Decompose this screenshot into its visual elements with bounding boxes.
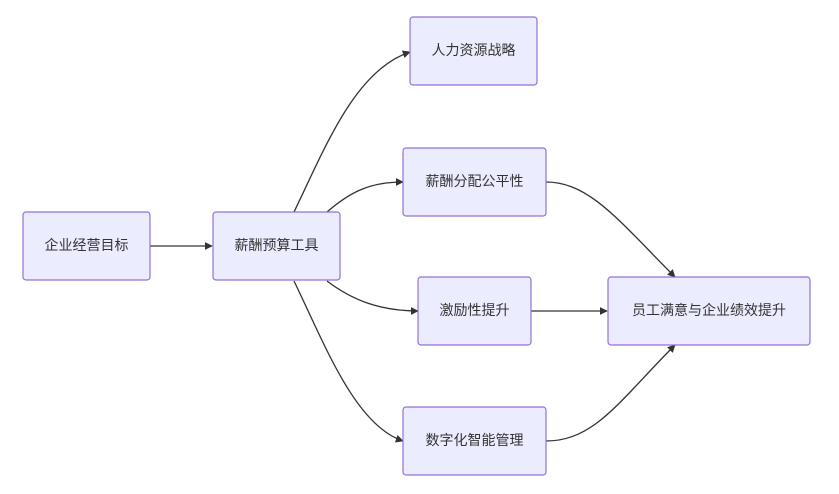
node-biz-goal[interactable]: 企业经营目标 <box>22 211 151 281</box>
node-incentive[interactable]: 激励性提升 <box>417 276 532 346</box>
edge-salary-tool-to-fairness <box>326 178 404 213</box>
node-salary-tool[interactable]: 薪酬预算工具 <box>212 211 341 281</box>
node-hr-strategy-label: 人力资源战略 <box>432 43 516 59</box>
edge-salary-tool-to-incentive <box>326 280 419 315</box>
node-fairness-label: 薪酬分配公平性 <box>426 174 524 190</box>
node-fairness[interactable]: 薪酬分配公平性 <box>402 147 547 217</box>
node-satisfaction[interactable]: 员工满意与企业绩效提升 <box>607 276 811 346</box>
edge-salary-tool-to-hr-strategy <box>293 50 411 213</box>
node-digital-label: 数字化智能管理 <box>426 433 524 449</box>
node-digital[interactable]: 数字化智能管理 <box>402 406 547 476</box>
node-salary-tool-label: 薪酬预算工具 <box>235 238 319 254</box>
edges <box>150 50 676 443</box>
node-biz-goal-label: 企业经营目标 <box>45 237 129 254</box>
edge-digital-to-satisfaction <box>545 344 676 442</box>
node-satisfaction-label: 员工满意与企业绩效提升 <box>632 302 786 319</box>
edge-fairness-to-satisfaction <box>545 181 676 278</box>
node-hr-strategy[interactable]: 人力资源战略 <box>409 16 538 86</box>
node-incentive-label: 激励性提升 <box>440 302 510 319</box>
edge-salary-tool-to-digital <box>293 280 404 443</box>
